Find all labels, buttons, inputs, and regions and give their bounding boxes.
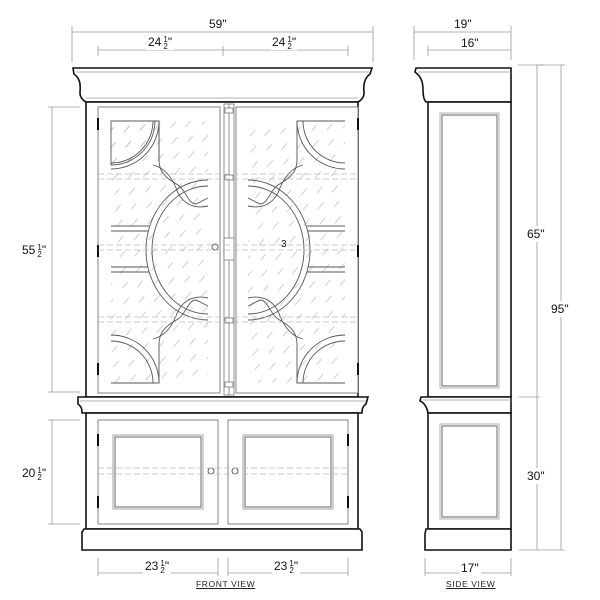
crown-moulding bbox=[72, 67, 374, 103]
side-crown bbox=[414, 67, 512, 103]
side-view bbox=[413, 26, 565, 576]
side-upper-height-label: 65" bbox=[527, 226, 545, 242]
lower-left-door bbox=[97, 419, 219, 525]
mid-moulding bbox=[77, 396, 370, 414]
side-top-depth-label: 19" bbox=[452, 17, 474, 31]
side-lower-height-label: 30" bbox=[527, 468, 545, 484]
side-plinth bbox=[424, 528, 512, 551]
side-view-label: SIDE VIEW bbox=[446, 579, 496, 589]
side-mid-moulding bbox=[419, 396, 512, 414]
plinth bbox=[81, 528, 363, 551]
front-left-dimensions bbox=[48, 106, 80, 525]
lower-right-door bbox=[227, 419, 349, 525]
side-top-dimensions bbox=[413, 26, 512, 60]
front-bottom-dimensions bbox=[97, 558, 349, 576]
center-astragal bbox=[223, 103, 235, 396]
lower-left-knob bbox=[207, 467, 215, 475]
lower-right-knob bbox=[231, 467, 239, 475]
side-base-depth-label: 17" bbox=[459, 561, 481, 575]
shelf-marker-label: 3 bbox=[281, 239, 287, 250]
side-upper-depth-label: 16" bbox=[459, 36, 481, 50]
upper-shelf-lines bbox=[98, 173, 358, 323]
front-top-dimensions bbox=[71, 26, 374, 62]
front-view bbox=[48, 26, 374, 576]
side-total-height-label: 95" bbox=[551, 301, 569, 317]
lower-shelf-lines bbox=[98, 467, 348, 475]
front-overall-width-label: 59" bbox=[207, 17, 229, 31]
front-view-label: FRONT VIEW bbox=[196, 579, 256, 589]
